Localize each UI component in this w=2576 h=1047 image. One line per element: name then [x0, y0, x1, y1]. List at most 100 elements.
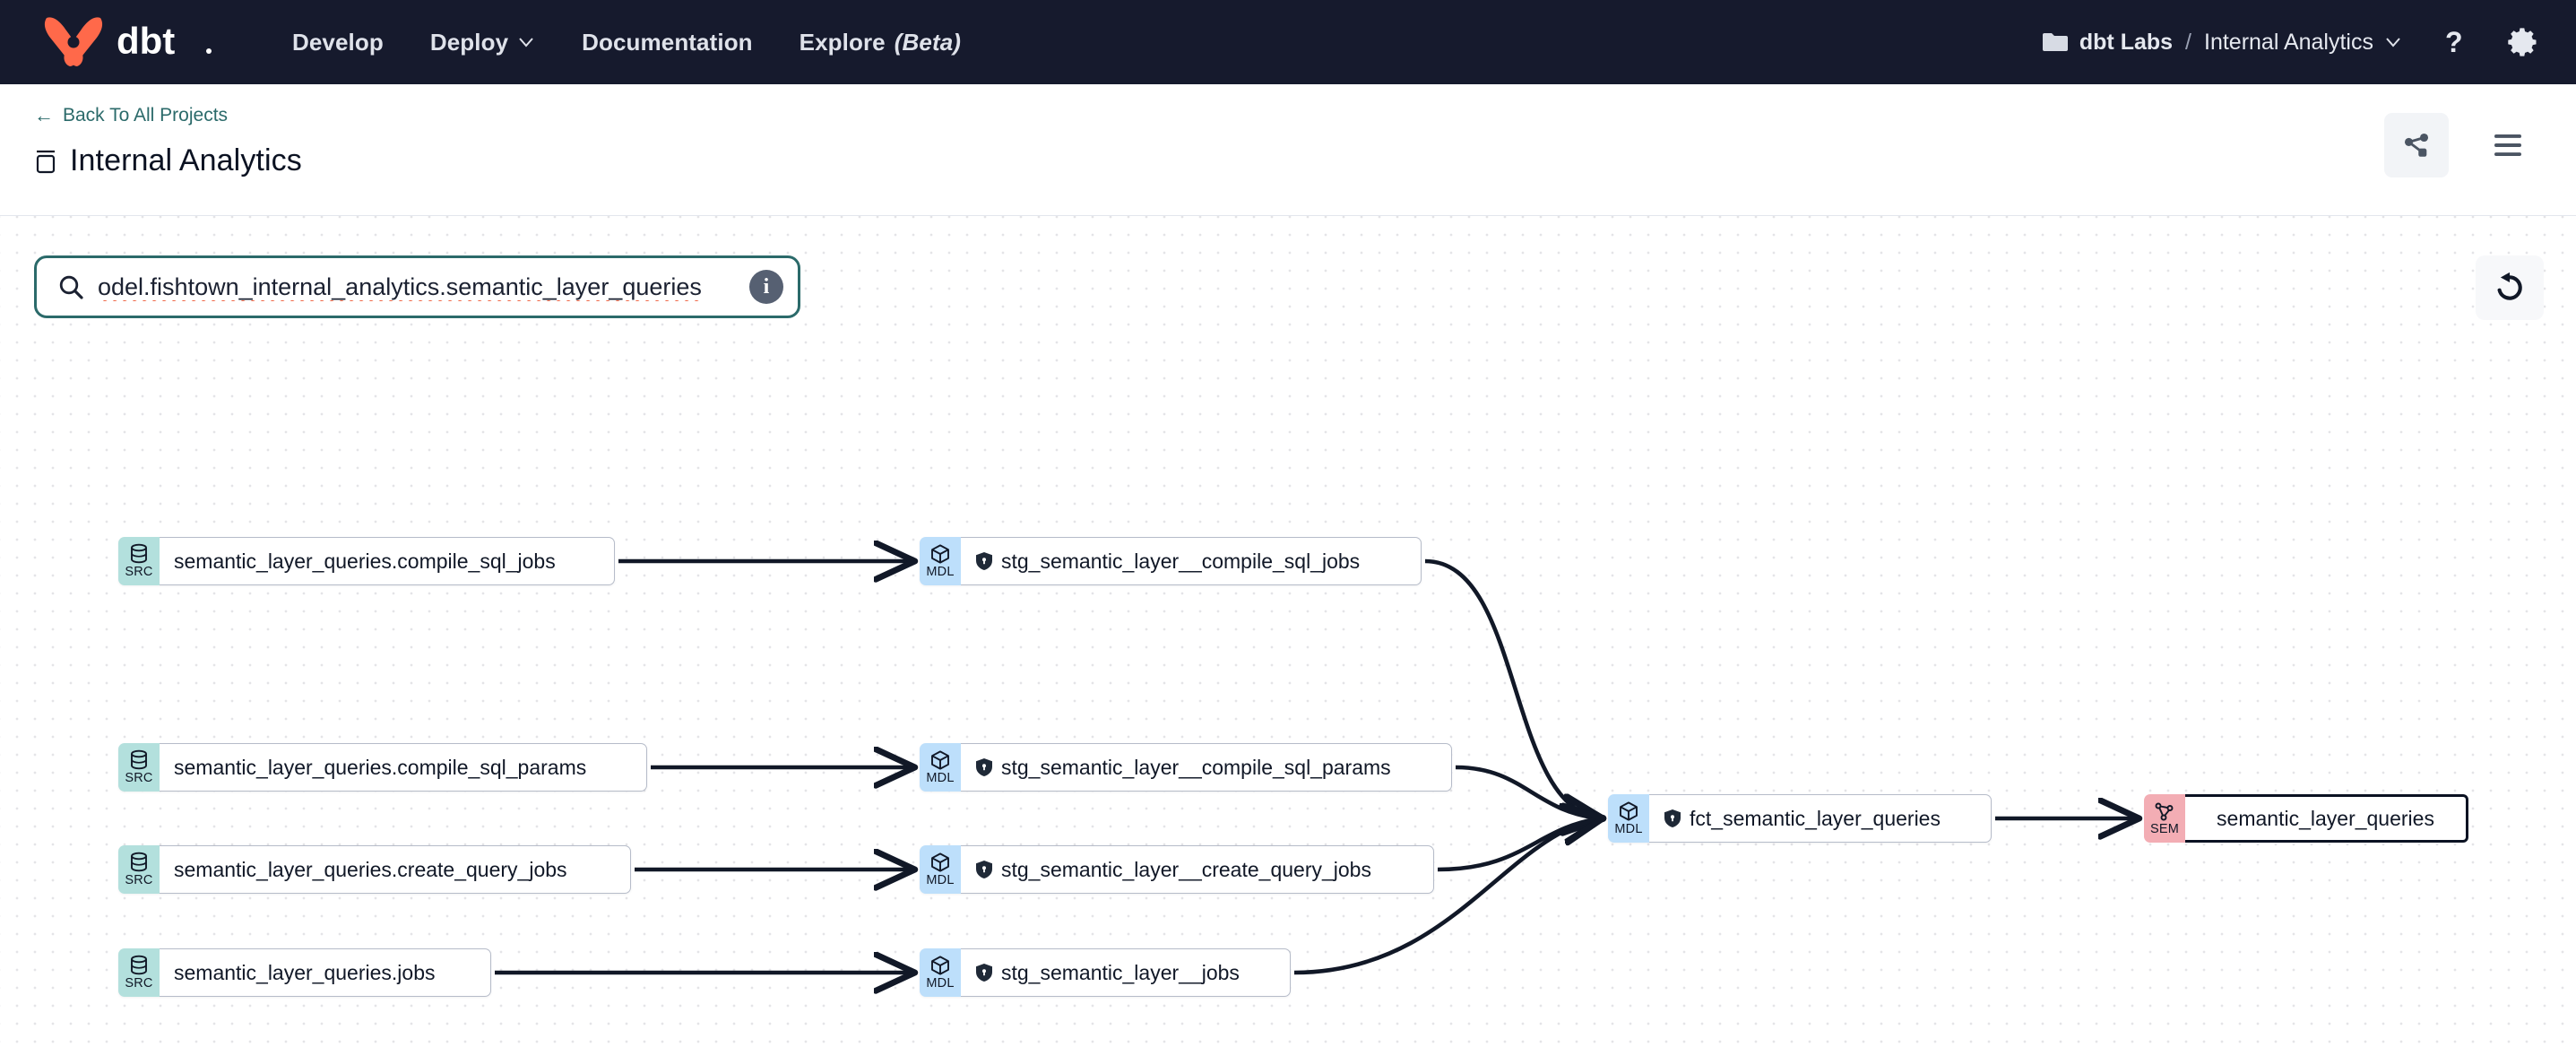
shield-lock-icon: [976, 552, 992, 570]
node-type-label: SEM: [2149, 822, 2180, 836]
node-type-badge-src: SRC: [118, 743, 160, 792]
project-breadcrumb[interactable]: Internal Analytics: [2204, 30, 2402, 56]
nav-link-documentation-label: Documentation: [582, 28, 753, 56]
primary-nav-links: Develop Deploy Documentation Explore (Be…: [292, 29, 961, 56]
node-body[interactable]: stg_semantic_layer__create_query_jobs: [961, 845, 1434, 894]
node-label: stg_semantic_layer__compile_sql_params: [1001, 755, 1391, 779]
search-input[interactable]: odel.fishtown_internal_analytics.semanti…: [34, 255, 800, 318]
nav-link-develop-label: Develop: [292, 28, 384, 56]
nav-link-deploy[interactable]: Deploy: [430, 29, 535, 56]
lineage-node-src1[interactable]: SRC semantic_layer_queries.compile_sql_j…: [118, 537, 615, 585]
node-type-badge-mdl: MDL: [1608, 794, 1649, 843]
node-body[interactable]: stg_semantic_layer__compile_sql_params: [961, 743, 1452, 792]
chevron-down-icon: [2386, 38, 2400, 48]
back-to-all-projects-label: Back To All Projects: [63, 105, 229, 125]
settings-button[interactable]: [2508, 26, 2540, 58]
database-icon: [36, 150, 56, 173]
dbt-logo[interactable]: dbt: [41, 14, 215, 70]
lineage-node-mdl2[interactable]: MDL stg_semantic_layer__compile_sql_para…: [920, 743, 1452, 792]
node-body[interactable]: semantic_layer_queries.create_query_jobs: [160, 845, 631, 894]
reset-counterclockwise-icon: [2497, 272, 2522, 300]
project-subheader: ← Back To All Projects Internal Analytic…: [0, 84, 2576, 216]
node-label: semantic_layer_queries.jobs: [174, 960, 436, 984]
node-body[interactable]: semantic_layer_queries: [2185, 794, 2468, 843]
svg-text:?: ?: [2445, 26, 2463, 58]
cube-icon: [929, 543, 951, 565]
folder-icon: [2042, 33, 2068, 51]
nav-link-explore[interactable]: Explore (Beta): [800, 29, 961, 56]
node-body[interactable]: semantic_layer_queries.jobs: [160, 948, 491, 997]
database-cylinder-icon: [129, 543, 149, 565]
help-button[interactable]: ?: [2440, 25, 2470, 59]
lineage-node-src2[interactable]: SRC semantic_layer_queries.compile_sql_p…: [118, 743, 647, 792]
list-view-button[interactable]: [2476, 113, 2540, 177]
back-to-all-projects-link[interactable]: ← Back To All Projects: [34, 104, 228, 127]
node-type-label: MDL: [1614, 822, 1643, 836]
nav-link-develop[interactable]: Develop: [292, 29, 384, 56]
lineage-node-fct[interactable]: MDL fct_semantic_layer_queries: [1608, 794, 1992, 843]
node-type-label: MDL: [926, 771, 955, 785]
lineage-node-mdl1[interactable]: MDL stg_semantic_layer__compile_sql_jobs: [920, 537, 1422, 585]
node-type-label: MDL: [926, 565, 955, 579]
node-label: stg_semantic_layer__compile_sql_jobs: [1001, 549, 1361, 573]
lineage-node-mdl3[interactable]: MDL stg_semantic_layer__create_query_job…: [920, 845, 1434, 894]
lineage-canvas[interactable]: odel.fishtown_internal_analytics.semanti…: [0, 216, 2576, 1046]
org-name: dbt Labs: [2079, 29, 2174, 55]
search-input-value[interactable]: odel.fishtown_internal_analytics.semanti…: [98, 273, 702, 300]
gear-icon: [2508, 28, 2537, 56]
node-type-badge-mdl: MDL: [920, 845, 961, 894]
lineage-node-src3[interactable]: SRC semantic_layer_queries.create_query_…: [118, 845, 631, 894]
cube-icon: [1618, 800, 1639, 822]
shield-lock-icon: [976, 758, 992, 776]
shield-lock-icon: [1664, 809, 1681, 827]
node-type-badge-mdl: MDL: [920, 537, 961, 585]
lineage-edges: [495, 216, 2576, 1046]
top-navigation-bar: dbt Develop Deploy Documentation Explore…: [0, 0, 2576, 84]
chevron-down-icon: [519, 38, 533, 48]
lineage-graph-view-button[interactable]: [2384, 113, 2449, 177]
lineage-node-sem[interactable]: SEM semantic_layer_queries: [2144, 794, 2468, 843]
lineage-node-src4[interactable]: SRC semantic_layer_queries.jobs: [118, 948, 491, 997]
node-body[interactable]: stg_semantic_layer__jobs: [961, 948, 1291, 997]
node-label: fct_semantic_layer_queries: [1690, 806, 1941, 830]
breadcrumb-separator: /: [2185, 29, 2191, 55]
database-cylinder-icon: [129, 955, 149, 976]
node-type-badge-src: SRC: [118, 537, 160, 585]
page-title-row: Internal Analytics: [34, 143, 2540, 178]
hamburger-list-icon: [2494, 134, 2521, 156]
node-body[interactable]: semantic_layer_queries.compile_sql_param…: [160, 743, 647, 792]
node-body[interactable]: fct_semantic_layer_queries: [1649, 794, 1992, 843]
info-circle-icon[interactable]: i: [749, 270, 783, 304]
node-type-label: SRC: [125, 771, 153, 785]
nav-link-explore-beta-tag: (Beta): [894, 28, 962, 56]
dbt-wordmark-icon: dbt: [117, 22, 212, 62]
node-label: stg_semantic_layer__jobs: [1001, 960, 1240, 984]
dbt-logo-icon: [44, 17, 103, 66]
svg-text:dbt: dbt: [117, 22, 175, 62]
cube-icon: [929, 749, 951, 771]
cube-icon: [929, 955, 951, 976]
back-arrow-icon: ←: [34, 104, 54, 126]
page-title: Internal Analytics: [70, 143, 302, 177]
shield-lock-icon: [976, 964, 992, 982]
node-body[interactable]: semantic_layer_queries.compile_sql_jobs: [160, 537, 615, 585]
account-controls: dbt Labs / Internal Analytics ?: [2042, 25, 2540, 59]
nav-link-deploy-label: Deploy: [429, 28, 509, 56]
nav-link-documentation[interactable]: Documentation: [582, 29, 753, 56]
edge-mdl3-fct: [1437, 818, 1601, 872]
project-name: Internal Analytics: [2204, 29, 2373, 55]
lineage-node-mdl4[interactable]: MDL stg_semantic_layer__jobs: [920, 948, 1291, 997]
org-breadcrumb[interactable]: dbt Labs: [2042, 30, 2173, 56]
cube-icon: [929, 852, 951, 873]
semantic-graph-icon: [2154, 800, 2175, 822]
node-type-label: MDL: [926, 976, 955, 991]
reset-view-button[interactable]: [2476, 255, 2544, 320]
node-body[interactable]: stg_semantic_layer__compile_sql_jobs: [961, 537, 1422, 585]
search-icon: [59, 275, 83, 299]
node-type-label: SRC: [125, 565, 153, 579]
node-type-label: MDL: [926, 873, 955, 887]
node-label: semantic_layer_queries.create_query_jobs: [174, 857, 567, 881]
database-cylinder-icon: [129, 749, 149, 771]
node-type-badge-mdl: MDL: [920, 948, 961, 997]
edge-mdl2-fct: [1455, 765, 1601, 818]
